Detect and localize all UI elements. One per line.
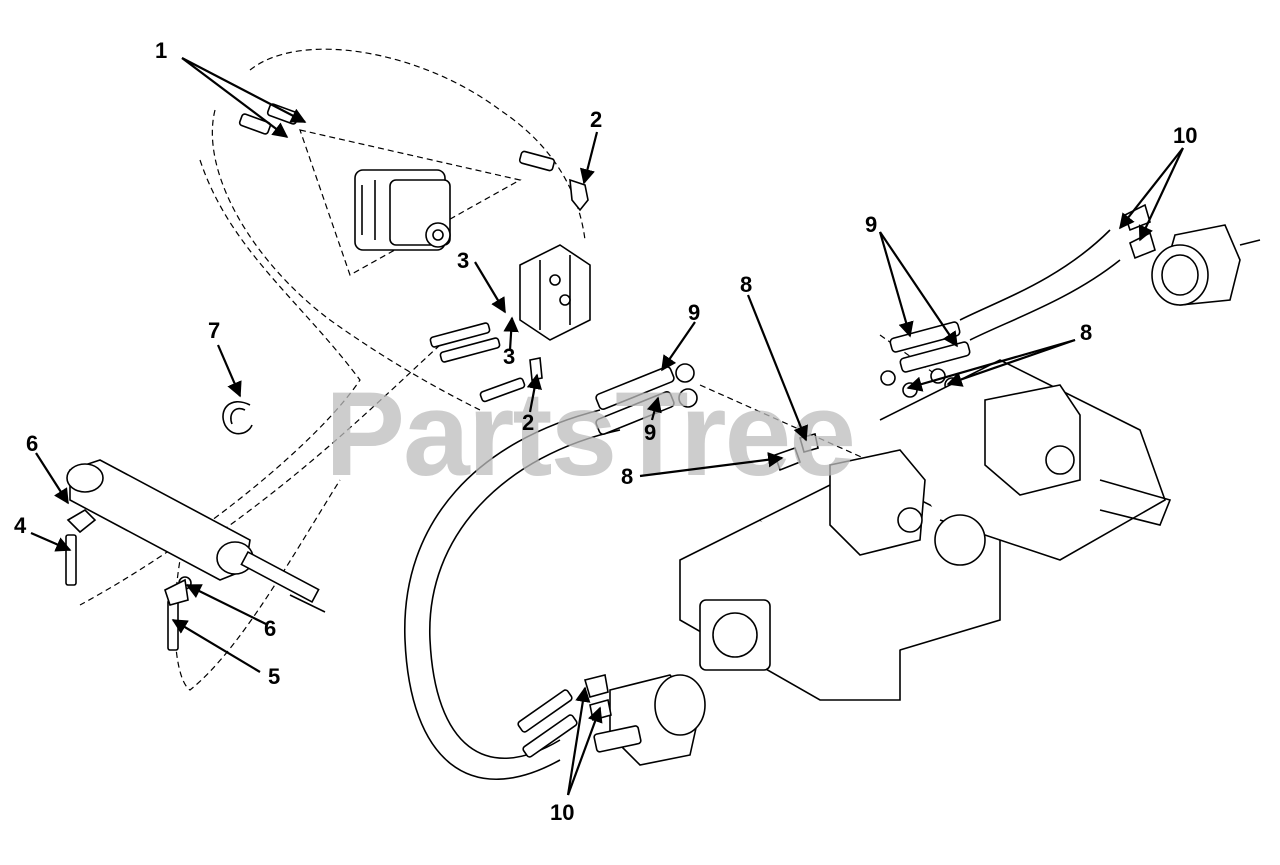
callout-5: 5	[268, 664, 280, 689]
hydraulic-pump	[354, 169, 451, 251]
long-hose	[404, 409, 621, 780]
callout-6: 6	[264, 616, 276, 641]
pump-right	[984, 384, 1081, 496]
callout-9: 9	[688, 300, 700, 325]
pump-middle	[829, 449, 926, 556]
wheel-motor-bottom	[517, 674, 706, 766]
callout-8: 8	[1080, 320, 1092, 345]
callout-6: 6	[26, 431, 38, 456]
callout-3: 3	[503, 344, 515, 369]
callout-2: 2	[590, 107, 602, 132]
callout-10: 10	[1173, 123, 1197, 148]
callout-10: 10	[550, 800, 574, 825]
callout-3: 3	[457, 248, 469, 273]
callouts: 1 2 2 3 3 4 5 6 6 7 8 8 8 9 9 9 10 10	[14, 38, 1197, 825]
snap-ring	[222, 401, 253, 435]
callout-4: 4	[14, 513, 27, 538]
callout-9: 9	[644, 420, 656, 445]
callout-8: 8	[621, 464, 633, 489]
callout-1: 1	[155, 38, 167, 63]
leader-lines	[30, 57, 1184, 796]
hydraulic-cylinder	[66, 459, 326, 613]
callout-7: 7	[208, 318, 220, 343]
wheel-motor-right	[1151, 224, 1261, 306]
callout-8: 8	[740, 272, 752, 297]
callout-2: 2	[522, 410, 534, 435]
control-valve	[519, 244, 591, 341]
hose-ends-1	[238, 103, 589, 403]
watermark: PartsTree	[325, 367, 854, 501]
callout-9: 9	[865, 212, 877, 237]
